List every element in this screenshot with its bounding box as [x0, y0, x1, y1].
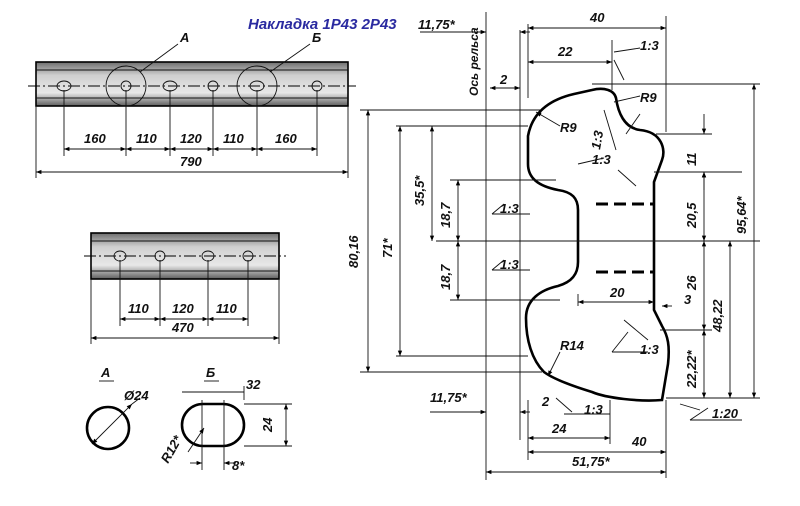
- slope-left-upper: 1:3: [500, 201, 520, 216]
- radius-top-right: R9: [640, 90, 657, 105]
- dim-h-95-64: 95,64*: [734, 195, 749, 234]
- marker-b: Б: [312, 30, 321, 45]
- dim-gap-bottom: 2: [541, 394, 550, 409]
- short-dim-2: 120: [172, 301, 194, 316]
- detail-b-height: 24: [260, 417, 275, 433]
- short-plate-view: 110 120 110 470: [84, 232, 286, 344]
- slope-left-lower: 1:3: [500, 257, 520, 272]
- dim-h-20-5: 20,5: [684, 202, 699, 229]
- slope-inner-right: 1:3: [592, 152, 612, 167]
- long-dim-5: 160: [275, 131, 297, 146]
- detail-a-label: А: [100, 365, 110, 380]
- detail-b-label: Б: [206, 365, 215, 380]
- radius-top-left: R9: [560, 120, 577, 135]
- detail-b-radius: R12*: [158, 432, 186, 465]
- dim-top-width: 40: [589, 10, 605, 25]
- slope-lower-right: 1:3: [640, 342, 660, 357]
- detail-a: А Ø24: [85, 365, 149, 451]
- slope-base: 1:20: [712, 406, 739, 421]
- dim-gap-11: 11: [684, 153, 699, 167]
- short-dim-1: 110: [128, 301, 149, 316]
- dim-h-48-22: 48,22: [710, 299, 725, 333]
- dim-h-71: 71*: [380, 238, 395, 258]
- long-plate-view: А Б 160 110 120 110 160 790: [28, 30, 356, 178]
- long-dim-2: 110: [136, 131, 157, 146]
- long-dim-1: 160: [84, 131, 106, 146]
- short-total: 470: [171, 320, 194, 335]
- detail-b-offset: 8*: [232, 458, 245, 473]
- detail-b: Б 32 24 R12* 8*: [158, 365, 292, 473]
- slope-bottom: 1:3: [584, 402, 604, 417]
- dim-h-18-7-lower: 18,7: [438, 264, 453, 290]
- dim-h-35-5: 35,5*: [412, 175, 427, 206]
- dim-h-80-16: 80,16: [346, 235, 361, 268]
- dim-gap-top: 2: [499, 72, 508, 87]
- long-dim-3: 120: [180, 131, 202, 146]
- dim-width-22: 22: [557, 44, 573, 59]
- marker-a: А: [179, 30, 189, 45]
- profile-section: Ось рельса 40 11,75* 2: [346, 10, 760, 480]
- dim-width-24: 24: [551, 421, 567, 436]
- slope-top: 1:3: [640, 38, 660, 53]
- long-dim-4: 110: [223, 131, 244, 146]
- drawing-title: Накладка 1Р43 2Р43: [248, 16, 397, 33]
- long-total: 790: [180, 154, 202, 169]
- dim-rail-offset-top: 11,75*: [418, 17, 456, 32]
- radius-bottom: R14: [560, 338, 585, 353]
- rail-axis-label: Ось рельса: [467, 27, 481, 96]
- dim-gap-3: 3: [684, 292, 692, 307]
- slope-inner-upper: 1:3: [588, 129, 606, 151]
- dim-h-22-22: 22,22*: [684, 349, 699, 389]
- profile-outline: [524, 87, 671, 402]
- detail-b-width: 32: [246, 377, 261, 392]
- dim-bottom-width-40: 40: [631, 434, 647, 449]
- dim-width-20: 20: [609, 285, 625, 300]
- dim-h-26: 26: [684, 275, 699, 291]
- detail-a-diameter: Ø24: [124, 388, 149, 403]
- dim-h-18-7-upper: 18,7: [438, 202, 453, 228]
- dim-rail-offset-bottom: 11,75*: [430, 390, 468, 405]
- short-dim-3: 110: [216, 301, 237, 316]
- dim-total-width: 51,75*: [572, 454, 611, 469]
